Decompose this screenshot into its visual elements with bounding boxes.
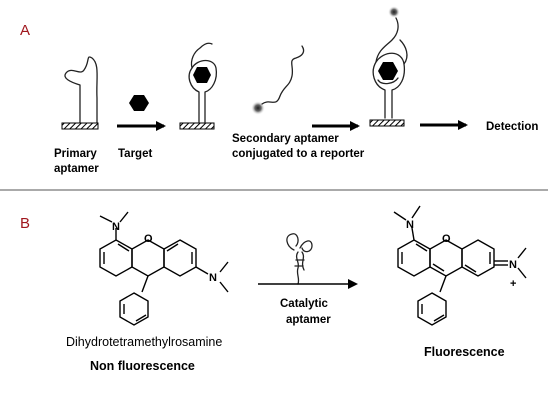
product-n-left: N — [406, 219, 414, 231]
reporter-dot — [251, 101, 265, 115]
panel-b-letter: B — [20, 215, 30, 232]
surface-pad-1 — [61, 122, 99, 130]
reactant-n-right: N — [209, 272, 217, 284]
secondary-label-2: conjugated to a reporter — [232, 148, 365, 160]
bound-aptamer-diagram — [179, 42, 218, 130]
reactant-structure — [99, 211, 229, 326]
product-o: O — [442, 233, 451, 245]
primary-aptamer-diagram — [61, 56, 99, 130]
product-n-right: N — [509, 259, 517, 271]
reactant-state: Non fluorescence — [90, 359, 195, 373]
product-structure — [393, 205, 527, 326]
secondary-label-1: Secondary aptamer — [232, 133, 339, 145]
sandwich-complex-diagram — [369, 6, 408, 127]
product-state: Fluorescence — [424, 345, 505, 359]
catalytic-aptamer-icon — [286, 233, 313, 285]
detection-label: Detection — [486, 121, 538, 133]
surface-pad-3 — [369, 119, 405, 127]
reactant-o: O — [144, 233, 153, 245]
reactant-n-left: N — [112, 221, 120, 233]
target-label: Target — [118, 148, 152, 160]
secondary-aptamer-diagram — [251, 45, 305, 115]
target-hexagon — [129, 95, 149, 111]
product-charge: + — [510, 278, 516, 290]
catalyst-label-2: aptamer — [286, 314, 331, 326]
panel-a-letter: A — [20, 22, 30, 39]
primary-label-1: Primary — [54, 148, 97, 160]
catalyst-label-1: Catalytic — [280, 298, 329, 310]
reporter-dot-bound — [388, 6, 400, 18]
surface-pad-2 — [179, 122, 215, 130]
primary-label-2: aptamer — [54, 163, 99, 175]
reactant-name: Dihydrotetramethylrosamine — [66, 335, 222, 349]
